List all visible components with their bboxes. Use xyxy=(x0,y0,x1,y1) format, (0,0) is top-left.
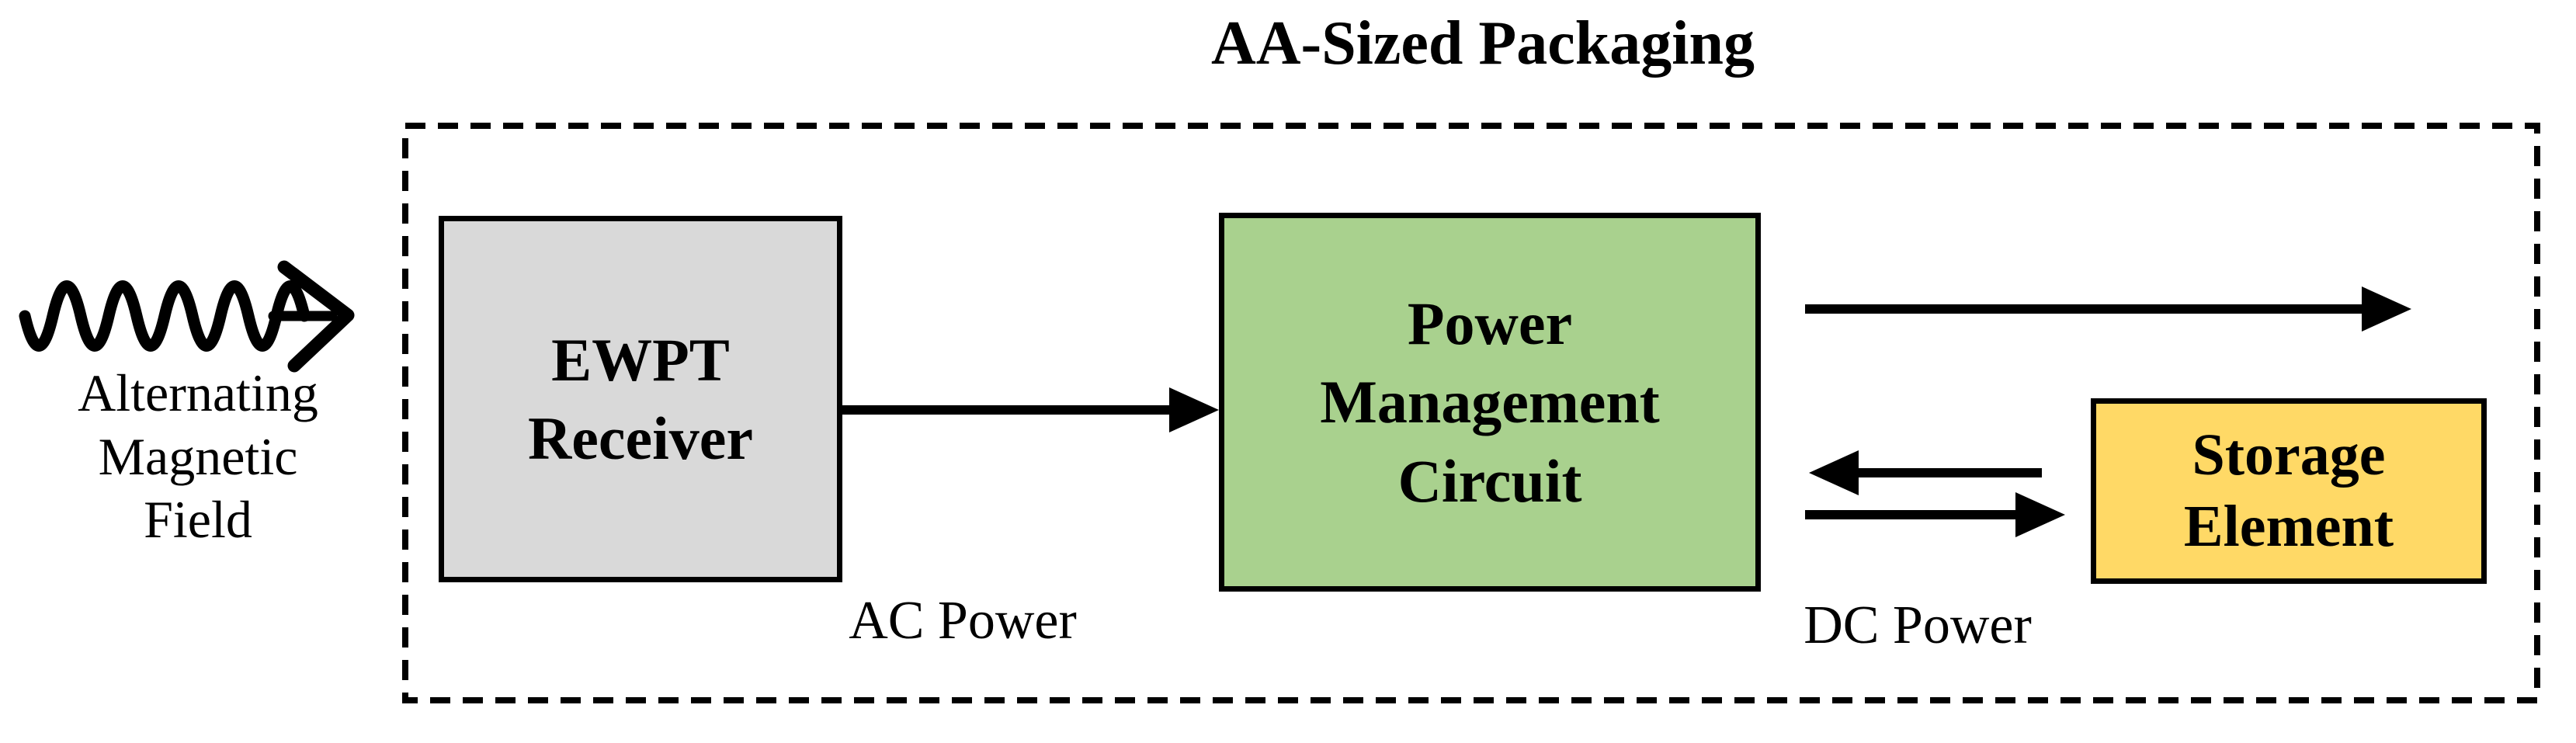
power-management-circuit-label: Power Management Circuit xyxy=(1320,289,1660,515)
zigzag-wave-arrow-icon xyxy=(19,260,355,373)
dc-output-arrow xyxy=(1805,286,2411,332)
power-management-circuit-block: Power Management Circuit xyxy=(1219,213,1761,592)
storage-to-pmc-arrow xyxy=(1809,450,2042,495)
dc-output-arrowhead xyxy=(2362,286,2411,332)
diagram-title: AA-Sized Packaging xyxy=(1211,9,1755,78)
storage-element-block: Storage Element xyxy=(2091,398,2487,584)
alternating-magnetic-field-label: Alternating Magnetic Field xyxy=(78,363,318,550)
ewpt-receiver-label: EWPT Receiver xyxy=(527,325,754,472)
packaging-boundary-dashed-rect xyxy=(402,123,2540,703)
magnetic-wave-path xyxy=(19,280,311,352)
ewpt-receiver-block: EWPT Receiver xyxy=(439,216,842,582)
storage-element-label: Storage Element xyxy=(2183,422,2394,559)
ac-power-arrow xyxy=(842,387,1219,432)
pmc-to-storage-arrow xyxy=(1805,492,2065,537)
pmc-to-storage-arrowhead xyxy=(2015,492,2065,537)
wave-arrowhead xyxy=(277,260,355,373)
dc-power-label: DC Power xyxy=(1804,595,2032,655)
storage-to-pmc-arrowhead xyxy=(1809,450,1859,495)
ac-power-label: AC Power xyxy=(849,591,1077,651)
ac-power-arrowhead xyxy=(1169,387,1219,432)
